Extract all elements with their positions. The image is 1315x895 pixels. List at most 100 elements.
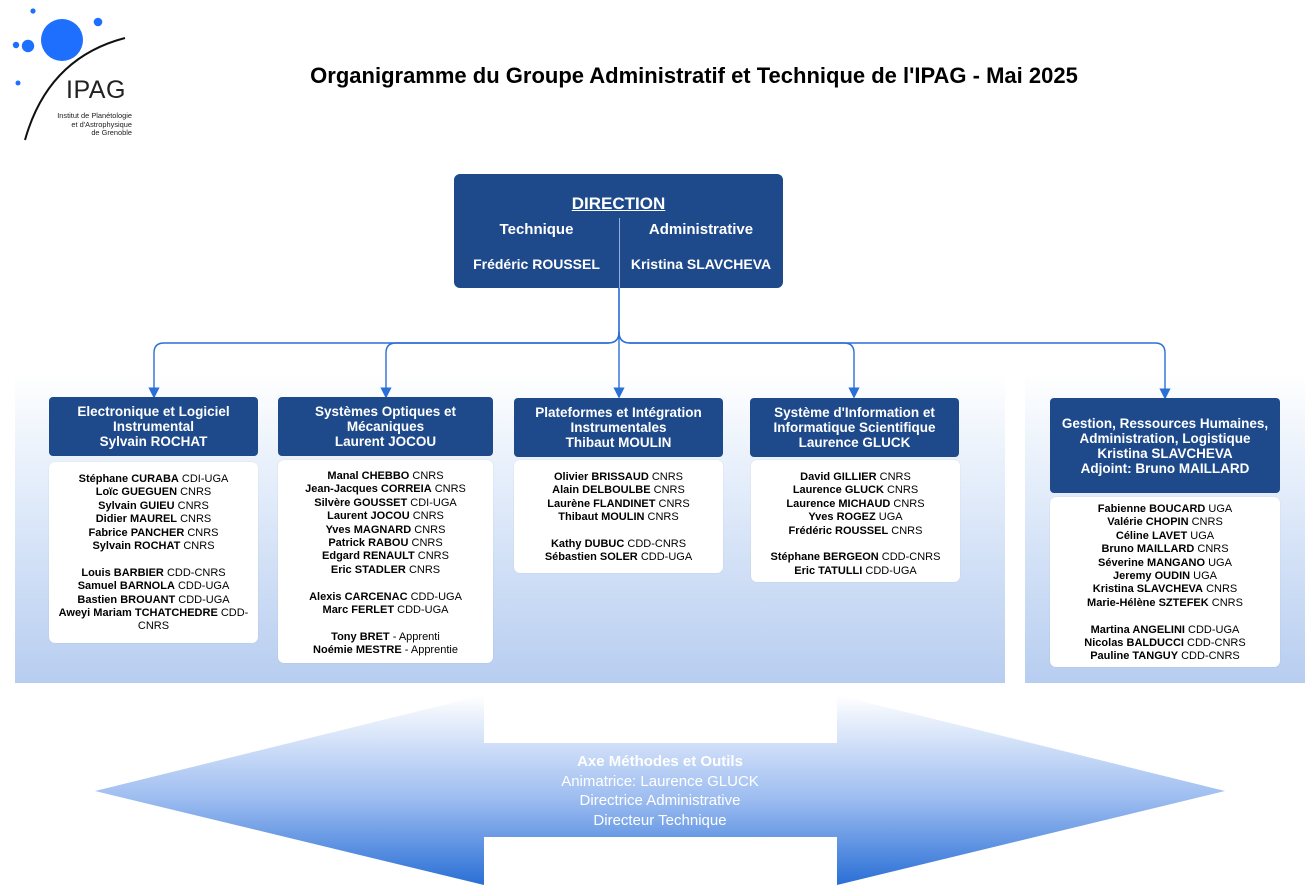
member-row: Laurent JOCOU CNRS [282, 510, 489, 523]
department-header-line: Plateformes et Intégration [535, 405, 702, 420]
member-first-name: Sylvain [92, 540, 131, 553]
member-name: SOLER [599, 551, 638, 564]
member-status: UGA [1208, 503, 1233, 515]
direction-divider [619, 218, 620, 288]
member-status: CDD-CNRS [627, 538, 687, 551]
member-row: Kathy DUBUC CDD-CNRS [518, 538, 719, 551]
member-name: SZTEFEK [1158, 596, 1209, 609]
member-status: CNRS [658, 497, 690, 510]
member-row: Laurène FLANDINET CNRS [518, 498, 719, 511]
member-row: Jean-Jacques CORREIA CNRS [282, 483, 489, 496]
member-row: Tony BRET - Apprenti [282, 631, 489, 644]
department-head-name: Laurent JOCOU [334, 434, 437, 449]
double-arrow-shape [95, 695, 1225, 885]
logo-dot [12, 41, 20, 49]
logo-dot [21, 39, 35, 53]
logo-name: IPAG [66, 76, 126, 104]
member-status: CNRS [1206, 583, 1238, 596]
member-first-name: Valérie [1107, 516, 1143, 529]
member-name: BOUCARD [1149, 503, 1206, 515]
member-first-name: Marc [322, 604, 349, 617]
member-first-name: Jeremy [1113, 570, 1152, 583]
member-row: Thibaut MOULIN CNRS [518, 511, 719, 524]
member-row: Valérie CHOPIN CNRS [1054, 516, 1276, 529]
member-name: MAUREL [129, 513, 178, 526]
member-first-name: Noémie [313, 644, 353, 657]
member-first-name: Sébastien [544, 551, 597, 564]
list-spacer [755, 538, 956, 551]
direction-title: DIRECTION [571, 194, 666, 213]
member-status: CNRS [180, 513, 212, 526]
member-first-name: Kristina [1092, 583, 1134, 596]
member-status: CDD-UGA [865, 564, 917, 577]
member-status: UGA [878, 511, 903, 524]
member-row: Samuel BARNOLA CDD-UGA [53, 580, 254, 593]
department-header: Plateformes et Intégration Instrumentale… [514, 398, 723, 457]
member-name: GILLIER [833, 471, 877, 483]
logo-dot [30, 8, 36, 14]
member-name: GOUSSET [353, 496, 408, 509]
member-status: CNRS [886, 484, 919, 497]
list-spacer [282, 577, 489, 590]
department-head-name: Thibaut MOULIN [565, 435, 672, 450]
member-status: CNRS [647, 511, 679, 524]
member-name: TANGUY [1132, 650, 1179, 663]
member-name: FERLET [351, 604, 395, 617]
list-spacer [1054, 610, 1276, 623]
member-first-name: Patrick [328, 537, 366, 550]
member-name: CORREIA [380, 483, 432, 496]
member-name: CHOPIN [1145, 516, 1189, 529]
member-status: CDD-UGA [178, 593, 230, 606]
member-first-name: Louis [81, 566, 111, 579]
member-name: GUEGUEN [121, 486, 178, 499]
member-name: MOULIN [601, 511, 645, 524]
methods-tools-line: Directeur Technique [593, 811, 727, 829]
member-status: CNRS [417, 550, 449, 563]
member-row: Yves MAGNARD CNRS [282, 524, 489, 537]
member-first-name: Manal [327, 470, 359, 482]
member-first-name: Marie-Hélène [1087, 596, 1156, 609]
methods-tools-line: Directrice Administrative [579, 792, 741, 809]
member-first-name: Olivier [554, 471, 589, 483]
member-name: PANCHER [130, 526, 185, 539]
member-row: Patrick RABOU CNRS [282, 537, 489, 550]
department-head-name: Kristina SLAVCHEVA [1097, 445, 1233, 461]
methods-tools-text: Axe Méthodes et Outils Animatrice: Laure… [460, 752, 860, 830]
member-first-name: Jean-Jacques [305, 483, 378, 496]
member-row: Fabienne BOUCARD UGA [1054, 503, 1276, 516]
member-row: David GILLIER CNRS [755, 471, 956, 484]
member-first-name: Pauline [1090, 650, 1130, 663]
member-name: CURABA [131, 473, 179, 485]
member-status: CDD-UGA [177, 580, 230, 593]
list-spacer [53, 553, 254, 566]
member-row: Louis BARBIER CDD-CNRS [53, 567, 254, 580]
member-first-name: Laurent [327, 510, 368, 523]
member-name: CARCENAC [344, 590, 408, 603]
member-name: STADLER [354, 563, 406, 576]
member-status: CNRS [1197, 543, 1229, 556]
member-row: Yves ROGEZ UGA [755, 511, 956, 524]
ipag-logo: IPAG Institut de Planétologie et d'Astro… [8, 8, 133, 143]
member-row: Séverine MANGANO UGA [1054, 557, 1276, 570]
member-status: CDD-UGA [1188, 623, 1240, 636]
member-status: CNRS [187, 526, 219, 539]
member-name: BRET [359, 630, 390, 643]
member-name: JOCOU [370, 510, 410, 523]
member-first-name: Tony [331, 630, 357, 643]
department-header-line: Système d'Information et [774, 405, 935, 420]
member-name: DUBUC [584, 538, 625, 551]
member-first-name: Stéphane [770, 551, 821, 564]
member-first-name: Bruno [1101, 543, 1134, 556]
member-name: ROUSSEL [835, 524, 889, 537]
member-status: CNRS [414, 523, 446, 536]
member-status: CDD-CNRS [881, 551, 941, 564]
member-status: UGA [1190, 529, 1215, 542]
member-name: BROUANT [120, 593, 176, 606]
member-first-name: Edgard [322, 550, 360, 563]
member-status: CNRS [653, 484, 685, 497]
member-first-name: Samuel [77, 580, 117, 593]
